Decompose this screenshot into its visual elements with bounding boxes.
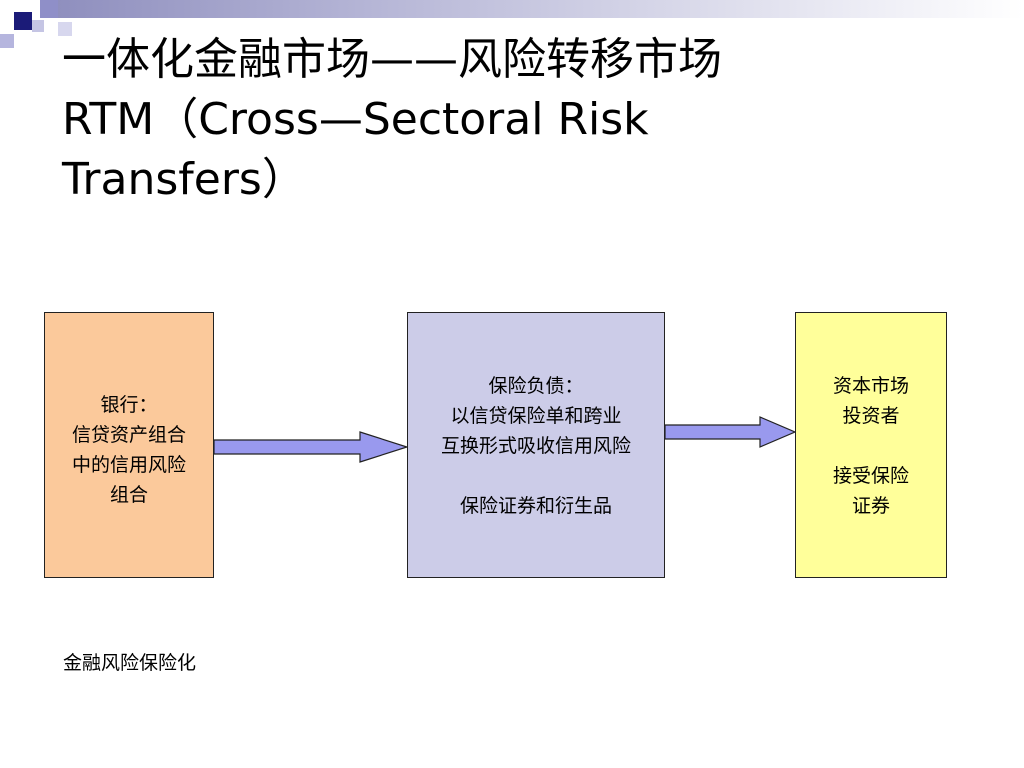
box-text: 银行： — [100, 394, 158, 416]
arrow-insurance-to-capital — [664, 416, 797, 448]
box-text: 互换形式吸收信用风险 — [440, 435, 631, 457]
spacer — [796, 431, 946, 461]
decorative-square-icon — [32, 20, 44, 32]
insurance-box: 保险负债： 以信贷保险单和跨业 互换形式吸收信用风险 保险证券和衍生品 — [407, 312, 665, 578]
spacer — [408, 461, 664, 491]
box-text: 保险证券和衍生品 — [459, 495, 612, 517]
decorative-square-icon — [40, 0, 58, 18]
slide-title: 一体化金融市场——风险转移市场 RTM（Cross—Sectoral Risk … — [62, 30, 1002, 210]
bank-box: 银行： 信贷资产组合 中的信用风险 组合 — [44, 312, 214, 578]
box-text: 中的信用风险 — [71, 454, 186, 476]
capital-market-box: 资本市场 投资者 接受保险 证券 — [795, 312, 947, 578]
box-text: 保险负债： — [488, 375, 584, 397]
box-text: 投资者 — [842, 405, 900, 427]
title-line: 一体化金融市场——风险转移市场 — [62, 34, 722, 85]
title-line: RTM（Cross—Sectoral Risk — [62, 94, 649, 145]
box-text: 资本市场 — [832, 375, 909, 397]
box-text: 信贷资产组合 — [71, 424, 186, 446]
arrow-bank-to-insurance — [213, 431, 409, 463]
title-line: Transfers） — [62, 154, 306, 205]
box-text: 证券 — [851, 495, 890, 517]
box-text: 接受保险 — [832, 465, 909, 487]
decorative-square-icon — [58, 22, 72, 36]
footnote-text: 金融风险保险化 — [63, 652, 197, 674]
box-text: 以信贷保险单和跨业 — [450, 405, 622, 427]
box-text: 组合 — [109, 484, 148, 506]
header-gradient-band — [40, 0, 1024, 18]
decorative-square-icon — [14, 12, 32, 30]
decorative-square-icon — [0, 34, 14, 48]
